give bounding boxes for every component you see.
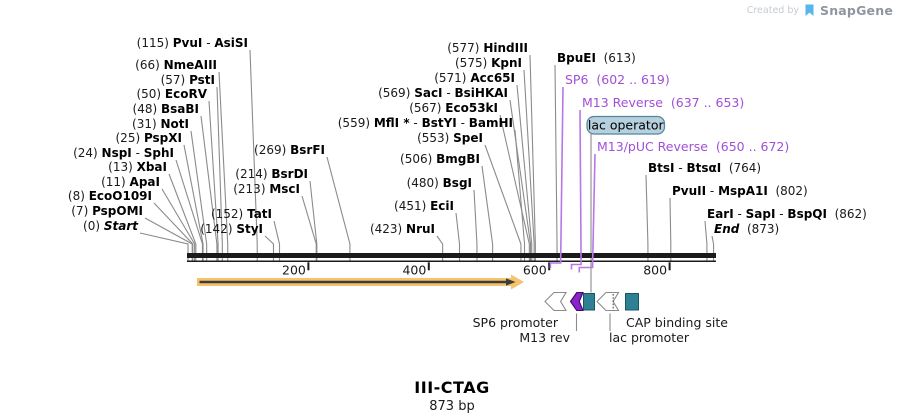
- site-connector: [499, 114, 530, 262]
- enzyme-label[interactable]: (115) PvuI - AsiSI: [137, 36, 248, 50]
- gene-arrow-core: [199, 278, 516, 286]
- site-connector: [669, 197, 672, 262]
- ruler-tick-label: 200: [282, 262, 306, 277]
- primer-label[interactable]: M13 Reverse (637 .. 653): [582, 95, 744, 110]
- snapgene-flag-icon: [805, 4, 814, 16]
- site-connector: [326, 156, 351, 262]
- enzyme-label[interactable]: (11) ApaI: [101, 175, 160, 189]
- ruler-tick-label: 600: [523, 262, 547, 277]
- site-connector: [473, 189, 478, 262]
- enzyme-label[interactable]: (25) PspXI: [116, 131, 183, 145]
- site-connector: [175, 159, 203, 262]
- enzyme-label[interactable]: (142) StyI: [200, 222, 263, 236]
- enzyme-label[interactable]: (7) PspOMI: [71, 204, 143, 218]
- primer-marker: [578, 153, 596, 273]
- enzyme-label[interactable]: (0) Start: [83, 219, 139, 233]
- feature-label: M13 rev: [519, 330, 570, 345]
- enzyme-label[interactable]: (480) BsgI: [407, 176, 472, 190]
- enzyme-label[interactable]: (66) NmeAIII: [135, 58, 217, 72]
- site-connector: [554, 64, 558, 262]
- lac-promoter-arrow[interactable]: [596, 291, 620, 312]
- m13-rev-arrow[interactable]: [569, 291, 584, 312]
- enzyme-label[interactable]: (559) MflI * - BstYI - BamHI: [338, 116, 513, 130]
- feature-label: lac promoter: [609, 330, 690, 345]
- enzyme-label[interactable]: (152) TatI: [211, 207, 272, 221]
- site-connector: [301, 195, 317, 262]
- site-connector: [645, 174, 649, 262]
- enzyme-label[interactable]: BtsI - BtsαI (764): [648, 161, 761, 175]
- enzyme-label[interactable]: PvuII - MspA1I (802): [672, 184, 808, 198]
- primer-label[interactable]: SP6 (602 .. 619): [565, 72, 670, 87]
- enzyme-label[interactable]: (575) KpnI: [455, 56, 522, 70]
- site-connector: [153, 202, 194, 262]
- cap-binding-box[interactable]: [625, 293, 639, 311]
- enzyme-label[interactable]: BpuEI (613): [557, 51, 636, 65]
- enzyme-label[interactable]: (569) SacI - BsiHKAI: [378, 86, 508, 100]
- lac-operator-label: lac operator: [588, 118, 665, 133]
- enzyme-label[interactable]: (8) EcoO109I: [68, 189, 152, 203]
- enzyme-label[interactable]: (571) Acc65I: [434, 71, 515, 85]
- watermark-created-by: Created by: [746, 5, 799, 16]
- feature-label: SP6 promoter: [473, 315, 559, 330]
- lac-operator-box[interactable]: [583, 293, 595, 311]
- enzyme-label[interactable]: (24) NspI - SphI: [73, 146, 174, 160]
- lac-operator-label-box[interactable]: [586, 115, 666, 135]
- site-connector: [208, 100, 219, 262]
- ruler-tick-label: 400: [402, 262, 426, 277]
- enzyme-label[interactable]: (48) BsaBI: [133, 102, 199, 116]
- enzyme-label[interactable]: (13) XbaI: [108, 160, 167, 174]
- watermark-brand: SnapGene: [820, 3, 893, 18]
- feature-label: CAP binding site: [626, 315, 728, 330]
- enzyme-label[interactable]: End (873): [714, 222, 779, 236]
- enzyme-label[interactable]: (451) EciI: [394, 199, 454, 213]
- enzyme-label[interactable]: (553) SpeI: [417, 131, 483, 145]
- map-title: III-CTAG: [414, 378, 490, 397]
- enzyme-label[interactable]: (213) MscI: [233, 182, 300, 196]
- enzyme-label[interactable]: (567) Eco53kI: [409, 101, 498, 115]
- sp6-promoter-arrow[interactable]: [544, 291, 567, 312]
- site-connector: [484, 144, 522, 262]
- site-connector: [481, 165, 494, 262]
- enzyme-label[interactable]: (577) HindIII: [447, 41, 528, 55]
- enzyme-label[interactable]: EarI - SapI - BspQI (862): [707, 207, 867, 221]
- map-title-block: III-CTAG 873 bp: [188, 378, 716, 414]
- primer-label[interactable]: M13/pUC Reverse (650 .. 672): [597, 139, 789, 154]
- ruler-tick-label: 800: [643, 262, 667, 277]
- enzyme-label[interactable]: (57) PstI: [161, 73, 215, 87]
- enzyme-label[interactable]: (50) EcoRV: [136, 87, 207, 101]
- primer-marker: [570, 109, 582, 270]
- enzyme-label[interactable]: (506) BmgBI: [400, 152, 480, 166]
- enzyme-label[interactable]: (31) NotI: [132, 117, 189, 131]
- site-connector: [161, 188, 196, 262]
- enzyme-label[interactable]: (269) BsrFI: [254, 143, 325, 157]
- map-length: 873 bp: [429, 399, 475, 414]
- enzyme-label[interactable]: (214) BsrDI: [235, 167, 308, 181]
- enzyme-label[interactable]: (423) NruI: [370, 222, 435, 236]
- primer-marker: [549, 86, 564, 268]
- watermark: Created by SnapGene: [747, 3, 893, 18]
